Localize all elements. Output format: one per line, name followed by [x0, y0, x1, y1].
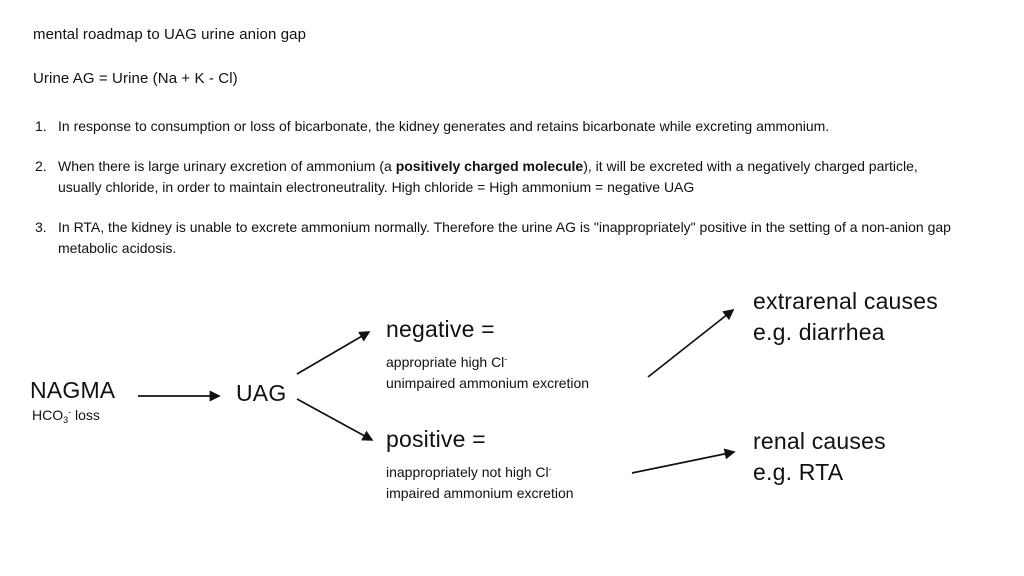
positive-branch-heading: positive =	[386, 426, 486, 452]
renal-causes-line1: renal causes	[753, 428, 886, 454]
arrow-uag-to-negative	[296, 331, 371, 375]
arrow-negative-to-extrarenal	[647, 308, 735, 378]
negative-branch-heading: negative =	[386, 316, 495, 342]
arrow-uag-to-positive	[296, 398, 374, 441]
list-item-number: 2.	[35, 158, 47, 174]
cl-superscript-minus: -	[548, 464, 552, 474]
positive-branch-line2: impaired ammonium excretion	[386, 485, 574, 501]
renal-causes-line2: e.g. RTA	[753, 459, 844, 485]
extrarenal-causes-node: extrarenal causes e.g. diarrhea	[753, 286, 938, 348]
list-item: 3. In RTA, the kidney is unable to excre…	[35, 217, 965, 259]
urine-ag-formula: Urine AG = Urine (Na + K - Cl)	[33, 70, 238, 87]
list-item-text-bold: positively charged molecule	[395, 158, 584, 174]
renal-causes-node: renal causes e.g. RTA	[753, 426, 886, 488]
list-item-text-pre: When there is large urinary excretion of…	[58, 158, 396, 174]
positive-branch: positive = inappropriately not high Cl- …	[386, 426, 574, 504]
list-item-text: In RTA, the kidney is unable to excrete …	[58, 219, 951, 256]
arrow-positive-to-renal	[631, 448, 736, 474]
node-nagma: NAGMA	[30, 377, 116, 403]
node-uag: UAG	[236, 380, 287, 406]
hco3-text: HCO	[32, 407, 64, 423]
page-title: mental roadmap to UAG urine anion gap	[33, 26, 307, 43]
list-item-number: 1.	[35, 118, 47, 134]
list-item: 2. When there is large urinary excretion…	[35, 156, 965, 198]
list-item-text: In response to consumption or loss of bi…	[58, 118, 830, 134]
negative-branch: negative = appropriate high Cl- unimpair…	[386, 316, 589, 394]
negative-line1-text: appropriate high Cl	[386, 354, 505, 370]
negative-branch-line2: unimpaired ammonium excretion	[386, 375, 590, 391]
list-item-number: 3.	[35, 219, 47, 235]
extrarenal-causes-line1: extrarenal causes	[753, 288, 938, 314]
positive-branch-line1: inappropriately not high Cl-	[386, 459, 574, 483]
extrarenal-causes-line2: e.g. diarrhea	[753, 319, 885, 345]
hco3-superscript-minus: -	[68, 407, 72, 417]
list-item-text: When there is large urinary excretion of…	[58, 156, 965, 198]
list-item-text-post: ), it will be excreted with a negatively…	[58, 158, 918, 195]
cl-superscript-minus: -	[504, 354, 508, 364]
nagma-hco3-loss-label: HCO3- loss	[32, 407, 100, 425]
positive-line1-text: inappropriately not high Cl	[386, 464, 549, 480]
numbered-notes-list: 1. In response to consumption or loss of…	[35, 116, 965, 278]
negative-branch-line1: appropriate high Cl-	[386, 349, 589, 373]
loss-text: loss	[71, 407, 100, 423]
hco3-subscript: 3	[63, 415, 69, 425]
list-item: 1. In response to consumption or loss of…	[35, 116, 965, 137]
